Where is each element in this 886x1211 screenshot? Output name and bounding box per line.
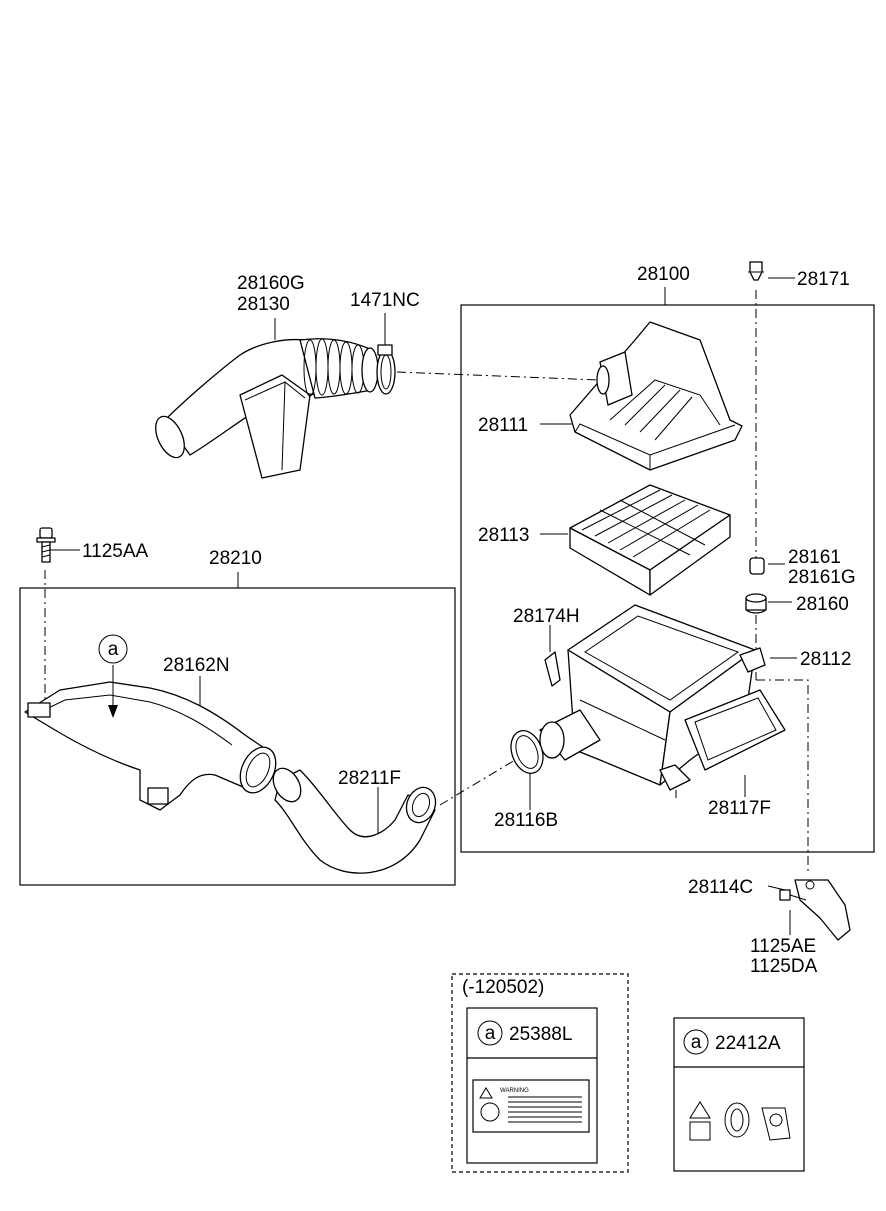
seal-28117F — [684, 689, 786, 771]
label-28211F: 28211F — [338, 768, 401, 789]
label-box-25388L-marker: a — [485, 1023, 496, 1044]
label-28117F: 28117F — [708, 798, 771, 819]
intake-hose-28160G — [155, 338, 379, 479]
assembly-lines — [44, 290, 809, 875]
part-number-labels: 28160G 28130 1471NC 28100 28171 28111 28… — [82, 264, 856, 977]
clip-28174H — [544, 651, 561, 687]
bolt-1125AE — [779, 889, 807, 901]
label-box-22412A-code: 22412A — [715, 1033, 781, 1054]
label-28112: 28112 — [800, 649, 851, 670]
label-28130: 28130 — [237, 294, 290, 315]
callout-arrow — [108, 665, 118, 718]
label-box-25388L: a 25388L WARNING — [466, 1007, 598, 1164]
label-28210: 28210 — [209, 548, 262, 569]
bracket-28114C — [794, 879, 851, 941]
label-28116B: 28116B — [494, 810, 558, 831]
bolt-1125AA — [36, 527, 56, 563]
air-cleaner-assembly-frame — [460, 304, 875, 853]
label-28171: 28171 — [797, 269, 850, 290]
clamp-28116B — [510, 730, 544, 774]
date-note-frame — [451, 973, 629, 1173]
label-28111: 28111 — [478, 415, 528, 436]
intake-hose-28211F — [272, 767, 437, 874]
date-note: (-120502) — [462, 977, 544, 998]
hose-clamp-1471NC — [376, 344, 396, 395]
air-duct-28162N — [24, 681, 277, 811]
label-28160: 28160 — [796, 594, 849, 615]
label-28113: 28113 — [478, 525, 529, 546]
label-28100: 28100 — [637, 264, 690, 285]
warning-sticker: WARNING — [472, 1079, 590, 1133]
plug-28161 — [749, 557, 765, 575]
label-1125AE: 1125AE — [750, 936, 816, 957]
label-box-22412A: a 22412A — [673, 1017, 805, 1172]
pictogram-sticker — [689, 1101, 791, 1141]
label-1125DA: 1125DA — [750, 956, 818, 977]
label-28161G: 28161G — [788, 567, 856, 588]
label-1125AA: 1125AA — [82, 541, 149, 562]
air-filter-28113 — [569, 484, 731, 596]
warning-sticker-heading: WARNING — [500, 1088, 529, 1094]
callout-circle — [98, 634, 128, 664]
grommet-28160 — [745, 593, 767, 614]
callout-letter: a — [108, 639, 119, 660]
label-28160G: 28160G — [237, 273, 305, 294]
clip-bolt-28171 — [748, 261, 764, 281]
leader-lines — [48, 277, 797, 935]
label-1471NC: 1471NC — [350, 290, 420, 311]
air-cleaner-cover-28111 — [569, 321, 743, 471]
label-box-22412A-marker: a — [691, 1032, 702, 1053]
label-28174H: 28174H — [513, 606, 580, 627]
label-28161: 28161 — [788, 547, 841, 568]
label-28114C: 28114C — [688, 877, 753, 898]
label-box-25388L-code: 25388L — [509, 1024, 572, 1045]
label-28162N: 28162N — [163, 655, 230, 676]
